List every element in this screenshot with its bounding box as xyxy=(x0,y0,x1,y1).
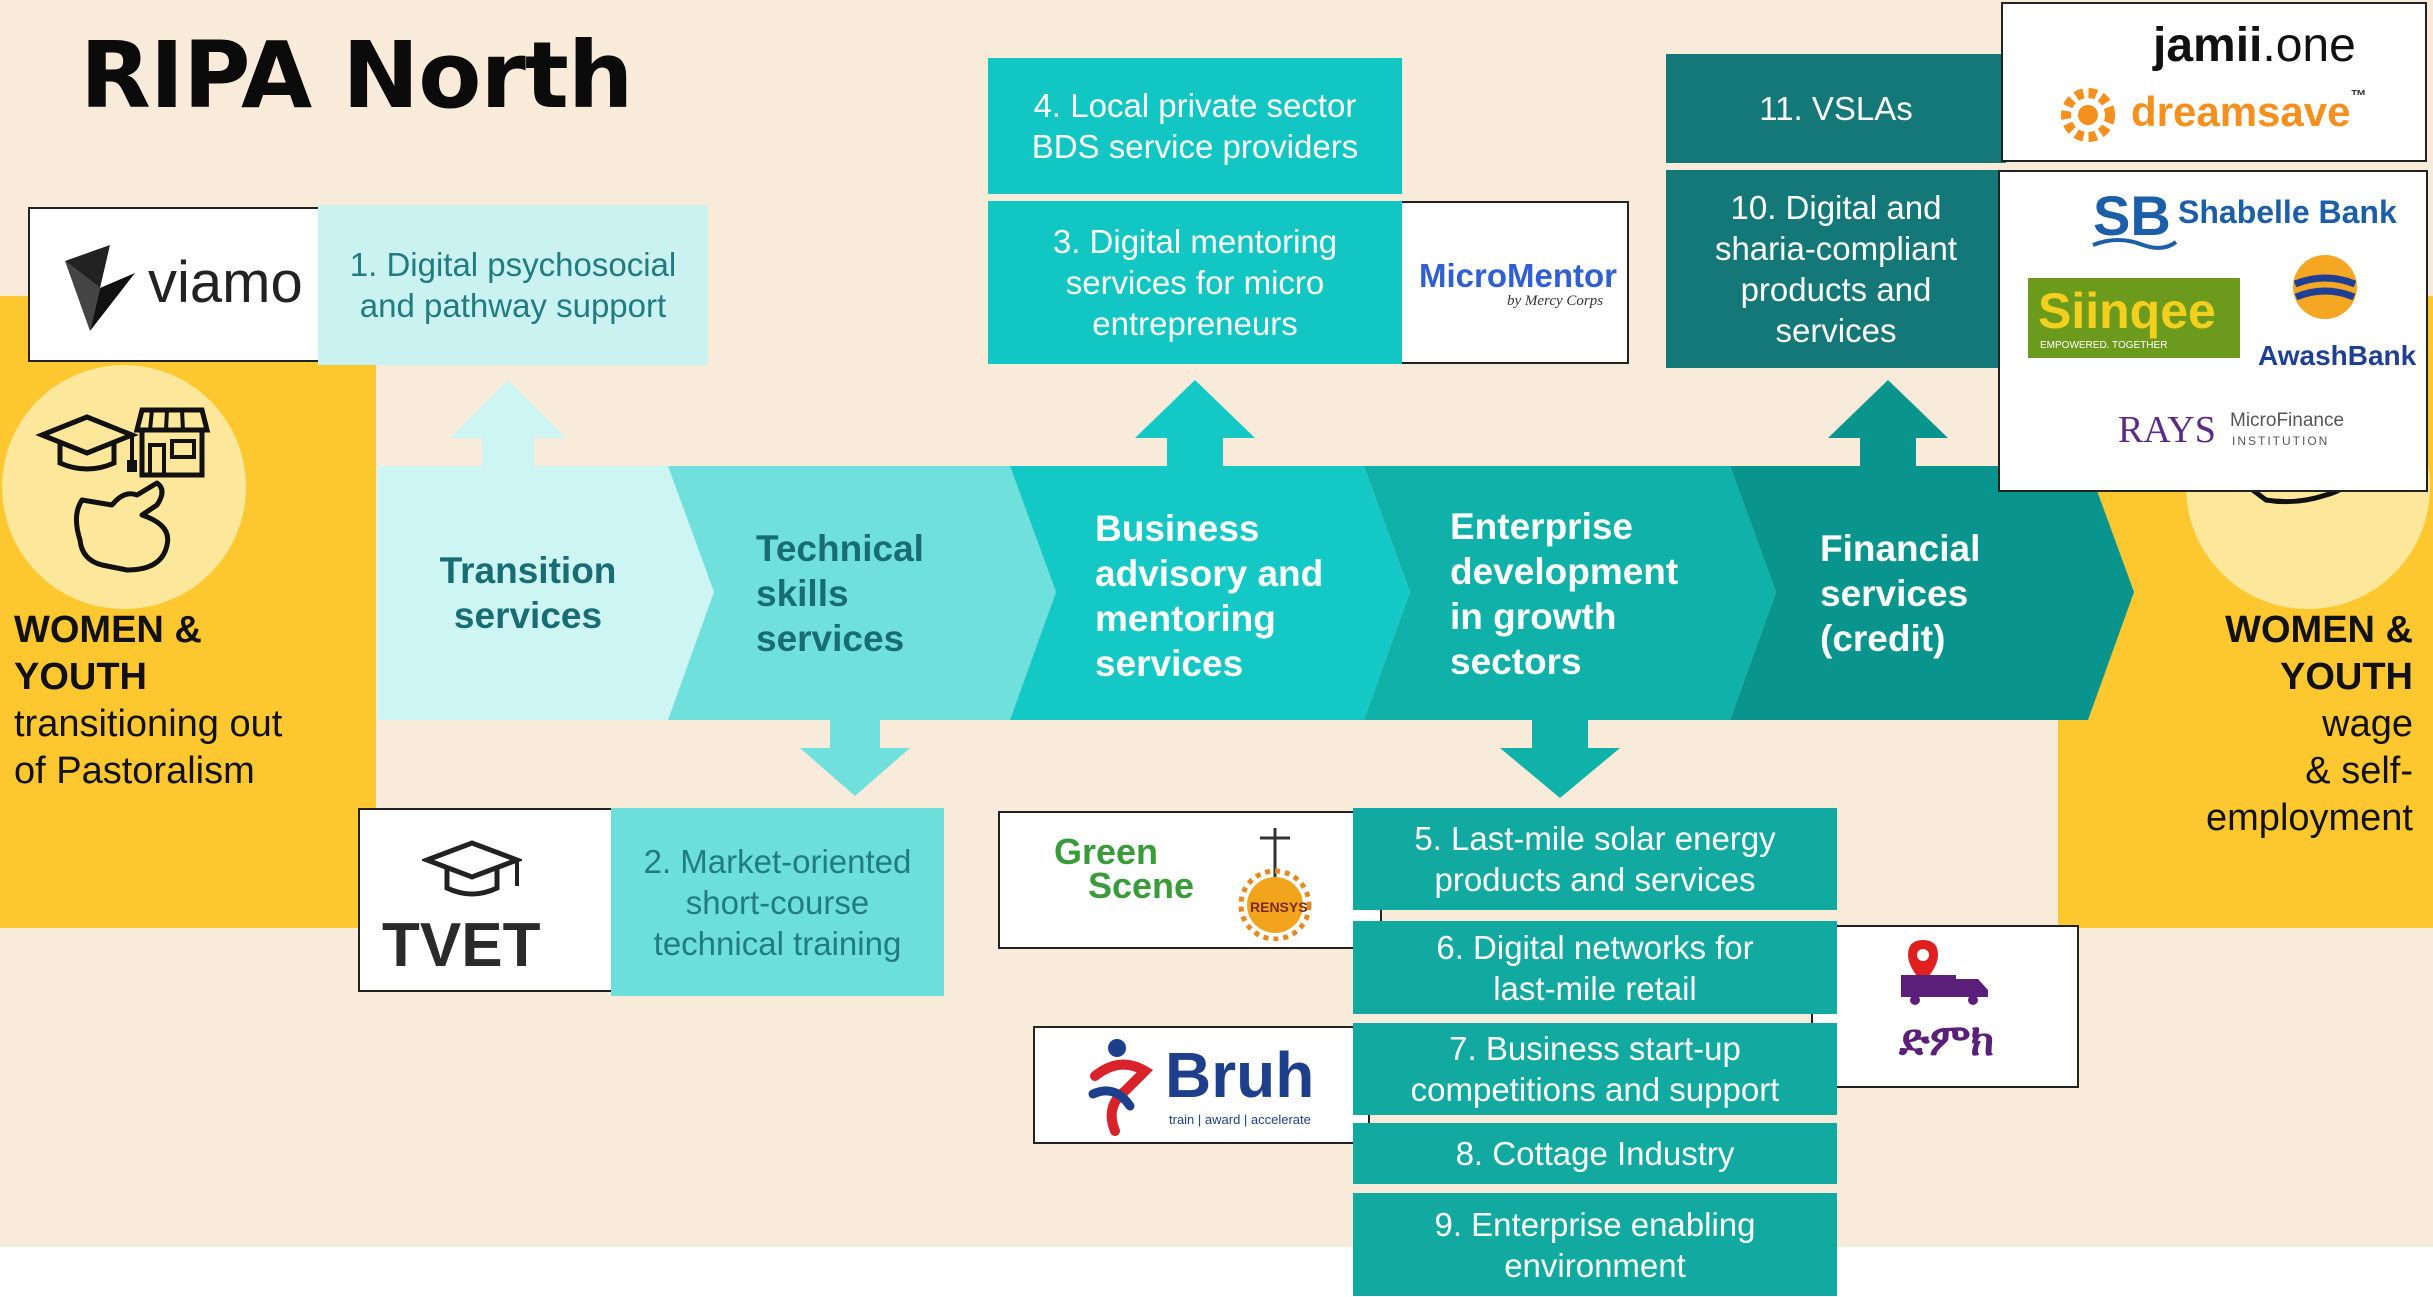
delivery-logo: ድምክ xyxy=(1811,925,2079,1088)
jamii-name: jamii xyxy=(2153,19,2263,72)
chevron-label-technical: Technical skills services xyxy=(756,528,924,659)
service-8-box: 8. Cottage Industry xyxy=(1353,1123,1837,1184)
service-10-box: 10. Digital and sharia-compliant product… xyxy=(1666,170,2006,368)
rays-institution: INSTITUTION xyxy=(2232,434,2330,448)
left-audience-text: WOMEN & YOUTH transitioning out of Pasto… xyxy=(14,607,374,795)
rays-wordmark: RAYS xyxy=(2118,409,2216,451)
graduation-shop-hand-icon xyxy=(35,407,211,573)
service-1-box: 1. Digital psychosocial and pathway supp… xyxy=(318,205,708,365)
service-7-box: 7. Business start-up competitions and su… xyxy=(1353,1023,1837,1115)
bruh-wordmark: Bruh xyxy=(1165,1039,1315,1111)
runner-icon xyxy=(1088,1039,1154,1136)
dreamsave-gear-icon xyxy=(2061,88,2115,142)
right-audience-bold: WOMEN & YOUTH xyxy=(2225,609,2413,698)
greenscene-rensys-logo: Green Scene RENSYS xyxy=(998,811,1382,949)
service-11-box: 11. VSLAs xyxy=(1666,54,2006,163)
service-3-box: 3. Digital mentoring services for micro … xyxy=(988,201,1402,364)
service-6-box: 6. Digital networks for last-mile retail xyxy=(1353,921,1837,1014)
jamii-domain: .one xyxy=(2262,19,2356,72)
tvet-logo: TVET xyxy=(358,808,614,992)
bruh-tagline: train | award | accelerate xyxy=(1169,1112,1311,1127)
siinqee-tagline: EMPOWERED. TOGETHER xyxy=(2040,340,2168,351)
tvet-wordmark: TVET xyxy=(382,911,541,980)
viamo-logo: viamo xyxy=(28,207,326,362)
chevron-financial xyxy=(1730,466,2134,720)
service-4-box: 4. Local private sector BDS service prov… xyxy=(988,58,1402,194)
svg-text:SB: SB xyxy=(2093,184,2171,247)
rays-microfinance: MicroFinance xyxy=(2230,410,2345,431)
truck-location-icon xyxy=(1901,940,1988,1005)
siinqee-wordmark: Siinqee xyxy=(2038,283,2216,339)
chevron-label-financial: Financial services (credit) xyxy=(1820,528,1981,659)
jamii-dreamsave-logo: jamii.one dreamsave™ xyxy=(2001,2,2427,162)
chevron-enterprise xyxy=(1364,466,1776,720)
micromentor-subtitle: by Mercy Corps xyxy=(1507,293,1604,309)
service-2-box: 2. Market-oriented short-course technica… xyxy=(611,808,944,996)
shabelle-bank-icon: SB xyxy=(2092,184,2178,250)
dreamsave-tm: ™ xyxy=(2350,88,2367,105)
rensys-wordmark: RENSYS xyxy=(1250,899,1308,915)
greenscene-scene: Scene xyxy=(1088,865,1194,907)
chevron-label-business: Business advisory and mentoring services xyxy=(1095,508,1324,684)
greenscene-green-text: Green xyxy=(1054,831,1159,872)
arrow-down-enterprise xyxy=(1500,720,1620,798)
shabelle-wordmark: Shabelle Bank xyxy=(2178,194,2397,230)
micromentor-wordmark: MicroMentor xyxy=(1419,257,1617,294)
arrow-up-transition xyxy=(450,380,566,466)
page-title: RIPA North xyxy=(80,22,633,129)
graduation-cap-icon xyxy=(422,840,522,897)
chevron-business xyxy=(1010,466,1410,720)
right-audience-desc: wage & self- employment xyxy=(2206,703,2413,839)
viamo-mark-icon xyxy=(65,245,135,331)
delivery-wordmark: ድምክ xyxy=(1899,1015,1995,1066)
service-9-box: 9. Enterprise enabling environment xyxy=(1353,1193,1837,1296)
arrow-up-business xyxy=(1135,380,1255,466)
awash-bank-icon xyxy=(2293,255,2357,319)
chevron-technical xyxy=(668,466,1056,720)
banks-logo: SB Shabelle Bank Siinqee EMPOWERED. TOGE… xyxy=(1998,170,2428,492)
dreamsave-name: dreamsave xyxy=(2131,88,2351,135)
dreamsave-wordmark: dreamsave™ xyxy=(2131,88,2367,136)
arrow-down-technical xyxy=(800,720,910,796)
service-5-box: 5. Last-mile solar energy products and s… xyxy=(1353,808,1837,910)
sun-antenna-icon xyxy=(1238,828,1312,941)
chevron-label-enterprise: Enterprise development in growth sectors xyxy=(1450,506,1679,682)
chevron-label-transition: Transition services xyxy=(439,550,617,636)
left-audience-bold: WOMEN & YOUTH xyxy=(14,609,202,698)
greenscene-scene-text: Scene xyxy=(1088,865,1195,906)
chevron-transition xyxy=(378,466,714,720)
right-audience-text: WOMEN & YOUTH wage & self- employment xyxy=(2058,607,2413,842)
left-audience-desc: transitioning out of Pastoralism xyxy=(14,703,283,792)
siinqee-logo: Siinqee EMPOWERED. TOGETHER xyxy=(2028,278,2240,358)
bruh-logo: Bruh train | award | accelerate xyxy=(1033,1026,1370,1144)
greenscene-green: Green xyxy=(1054,831,1158,873)
left-audience-circle xyxy=(2,365,246,609)
jamii-wordmark: jamii.one xyxy=(2153,18,2356,73)
viamo-wordmark: viamo xyxy=(148,250,303,315)
awash-wordmark: AwashBank xyxy=(2258,340,2417,371)
arrow-up-financial xyxy=(1828,380,1948,466)
